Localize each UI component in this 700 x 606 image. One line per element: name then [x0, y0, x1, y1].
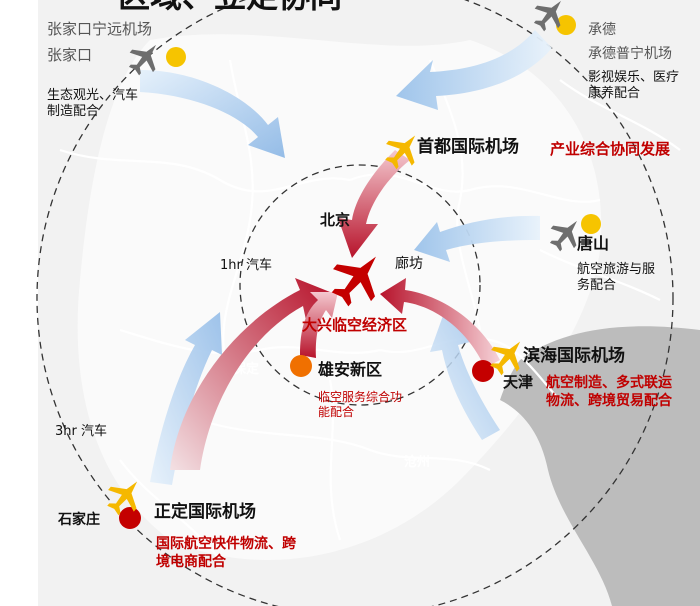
inner-1hr-ring	[239, 164, 481, 406]
tangshan-role-label: 航空旅游与服务配合	[577, 262, 656, 294]
map-label-cangzhou: 沧州	[404, 454, 430, 470]
ring-3hr-label: 3hr 汽车	[55, 424, 107, 439]
airplane-icon	[331, 256, 376, 307]
binhai-role-label: 航空制造、多式联运物流、跨境贸易配合	[546, 375, 672, 409]
location-dot-icon	[556, 15, 576, 35]
chengde-airport-label: 承德普宁机场	[588, 46, 672, 62]
outer-3hr-ring	[36, 0, 674, 606]
daxing-zone-label: 大兴临空经济区	[302, 316, 408, 334]
ring-1hr-label: 1hr 汽车	[220, 258, 272, 273]
red-arrows	[170, 150, 500, 470]
shijiazhuang-label: 石家庄	[58, 512, 100, 528]
map-base: 保定 沧州	[38, 0, 700, 606]
airplane-icon	[107, 481, 138, 516]
blue-arrows	[140, 30, 552, 485]
location-dot-icon	[472, 360, 494, 382]
sea-bohai	[500, 326, 700, 606]
arrow-binhai-blue	[430, 310, 500, 440]
beijing-label: 北京	[320, 211, 351, 229]
binhai-airport-label: 滨海国际机场	[523, 346, 625, 366]
location-dot-icon	[166, 47, 186, 67]
arrow-zhengding-blue	[150, 312, 222, 485]
zhangjiakou-role-label: 生态观光、汽车制造配合	[47, 88, 139, 120]
xiongan-role-label: 临空服务综合功能配合	[318, 390, 403, 419]
zhengding-airport-label: 正定国际机场	[154, 502, 256, 522]
arrow-shijiazhuang	[170, 278, 330, 470]
location-dot-icon	[290, 355, 312, 377]
arrow-capital	[338, 150, 410, 258]
langfang-label: 廊坊	[395, 256, 423, 272]
arrow-chengde	[396, 30, 552, 110]
arrow-tangshan	[414, 215, 540, 262]
airplane-icon	[549, 220, 577, 252]
xiongan-label: 雄安新区	[318, 360, 383, 379]
tangshan-label: 唐山	[577, 234, 610, 253]
airplane-icon	[385, 135, 416, 170]
arrow-binhai-red	[380, 278, 500, 368]
arrow-zhangjiakou	[140, 70, 285, 158]
zhengding-role-label: 国际航空快件物流、跨境电商配合	[156, 536, 296, 570]
map-borders	[59, 59, 681, 561]
location-dot-icon	[581, 214, 601, 234]
tianjin-label: 天津	[503, 373, 534, 391]
capital-airport-label: 首都国际机场	[417, 137, 519, 157]
arrow-xiongan	[300, 292, 338, 358]
capital-role-label: 产业综合协同发展	[550, 140, 671, 158]
page-title-fragment: 区域、立足协同	[118, 0, 342, 16]
airplane-icon	[533, 0, 561, 32]
location-dots	[119, 15, 601, 529]
location-dot-icon	[119, 507, 141, 529]
zhangjiakou-city-label: 张家口	[47, 46, 93, 64]
chengde-city-label: 承德	[588, 22, 616, 38]
airplane-icon	[490, 341, 521, 376]
zhangjiakou-airport-label: 张家口宁远机场	[47, 20, 153, 38]
airplanes	[107, 0, 577, 516]
airplane-icon	[128, 44, 156, 76]
chengde-role-label: 影视娱乐、医疗康养配合	[588, 70, 680, 102]
